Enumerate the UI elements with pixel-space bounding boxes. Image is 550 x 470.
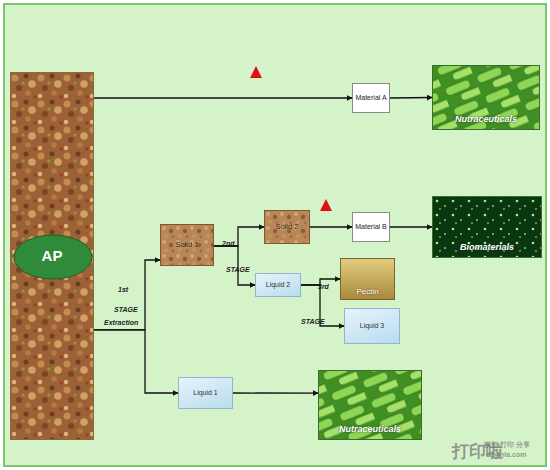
node-text: Material A	[355, 94, 386, 101]
label-ellipse	[14, 235, 92, 279]
node-texture-fill	[11, 73, 93, 439]
product-image: Pectin	[340, 258, 395, 300]
product-image: Nutraceuticals	[432, 65, 540, 130]
node-text: Pectin	[356, 288, 378, 296]
stage-number: 2nd	[222, 240, 234, 247]
red-triangle	[250, 66, 262, 78]
flow-arrow	[94, 330, 178, 393]
product-image: Nutraceuticals	[318, 370, 422, 440]
solid-box: Solid 1	[160, 224, 214, 266]
material-box: Material A	[352, 83, 390, 113]
flow-arrow	[233, 392, 318, 393]
flow-arrow	[94, 260, 160, 330]
stage-label: Extraction	[104, 319, 138, 326]
node-text: Liquid 1	[193, 389, 218, 396]
flow-arrow	[214, 227, 264, 246]
flow-arrow	[301, 279, 340, 285]
node-text: Material B	[355, 223, 387, 230]
node-text: Solid 2	[276, 223, 299, 231]
stage-label: STAGE	[114, 306, 138, 313]
node-texture-fill	[433, 197, 541, 257]
watermark: dayinla.com	[486, 451, 526, 458]
background-frame	[4, 4, 546, 466]
product-image: Biomaterials	[432, 196, 542, 258]
node-text: Liquid 3	[360, 322, 385, 329]
liquid-box: Liquid 1	[178, 377, 233, 409]
stage-label: STAGE	[226, 266, 250, 273]
node-texture-fill	[319, 371, 421, 439]
node-text: Liquid 2	[266, 281, 291, 288]
solid-box: Solid 2	[264, 210, 310, 244]
flow-arrow	[214, 246, 255, 285]
node-texture-fill	[265, 211, 309, 243]
stage-number: 1st	[118, 286, 128, 293]
watermark: 模型 打印 分享	[484, 441, 530, 450]
flow-arrow	[390, 97, 432, 99]
node-text: Solid 1	[176, 241, 199, 249]
material-box: Material B	[352, 212, 390, 242]
node-texture-fill	[433, 66, 539, 129]
flow-arrow	[390, 226, 432, 227]
node-texture-fill	[161, 225, 213, 265]
stage-label: STAGE	[301, 318, 325, 325]
flow-arrow	[310, 226, 352, 227]
source-photo: AP	[10, 72, 94, 440]
flow-arrow	[301, 285, 344, 326]
node-text: Biomaterials	[460, 243, 514, 252]
flow-arrow	[94, 97, 352, 98]
red-triangle	[320, 199, 332, 211]
liquid-box: Liquid 3	[344, 308, 400, 344]
node-text: Nutraceuticals	[339, 425, 401, 434]
liquid-box: Liquid 2	[255, 273, 301, 297]
stage-number: 3rd	[318, 283, 329, 290]
node-text: AP	[42, 248, 63, 264]
node-text: Nutraceuticals	[455, 115, 517, 124]
